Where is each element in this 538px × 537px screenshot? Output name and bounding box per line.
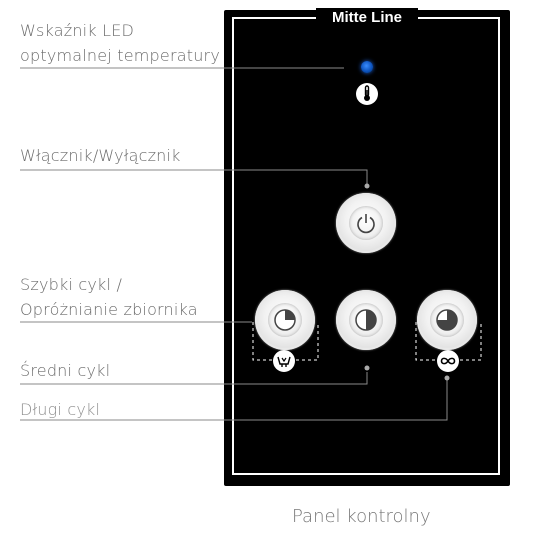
three-quarter-cycle-icon [436,309,458,331]
medium-cycle-label: Średni cykl [20,361,111,380]
power-icon [357,214,375,234]
medium-cycle-button[interactable] [336,290,396,350]
panel-caption: Panel kontrolny [292,506,431,527]
power-button[interactable] [336,193,396,253]
medium-leader-dot [364,365,370,371]
medium-leader [20,372,368,385]
infinity-icon [436,349,460,373]
quarter-cycle-icon [274,309,296,331]
brand-name: Mitte Line [316,8,418,28]
temperature-led [361,61,373,73]
thermometer-icon [355,82,379,106]
led-label-line1: Wskaźnik LED [20,21,135,40]
long-cycle-button[interactable] [417,290,477,350]
power-label: Włącznik/Wyłącznik [20,146,181,165]
half-cycle-icon [355,309,377,331]
quick-bracket [252,322,272,361]
drain-icon [272,349,296,373]
power-leader [20,169,368,186]
long-leader-dot [444,375,450,381]
quick-cycle-button[interactable] [255,290,315,350]
led-label-line2: optymalnej temperatury [20,46,220,65]
long-bracket [415,322,436,361]
quick-cycle-label-line2: Opróżnianie zbiornika [20,300,198,319]
long-bracket-right [460,322,482,361]
long-cycle-label: Długi cykl [20,400,101,419]
long-leader [20,378,448,421]
power-leader-dot [364,183,370,189]
quick-cycle-label-line1: Szybki cykl / [20,275,123,294]
quick-bracket-right [296,322,319,361]
